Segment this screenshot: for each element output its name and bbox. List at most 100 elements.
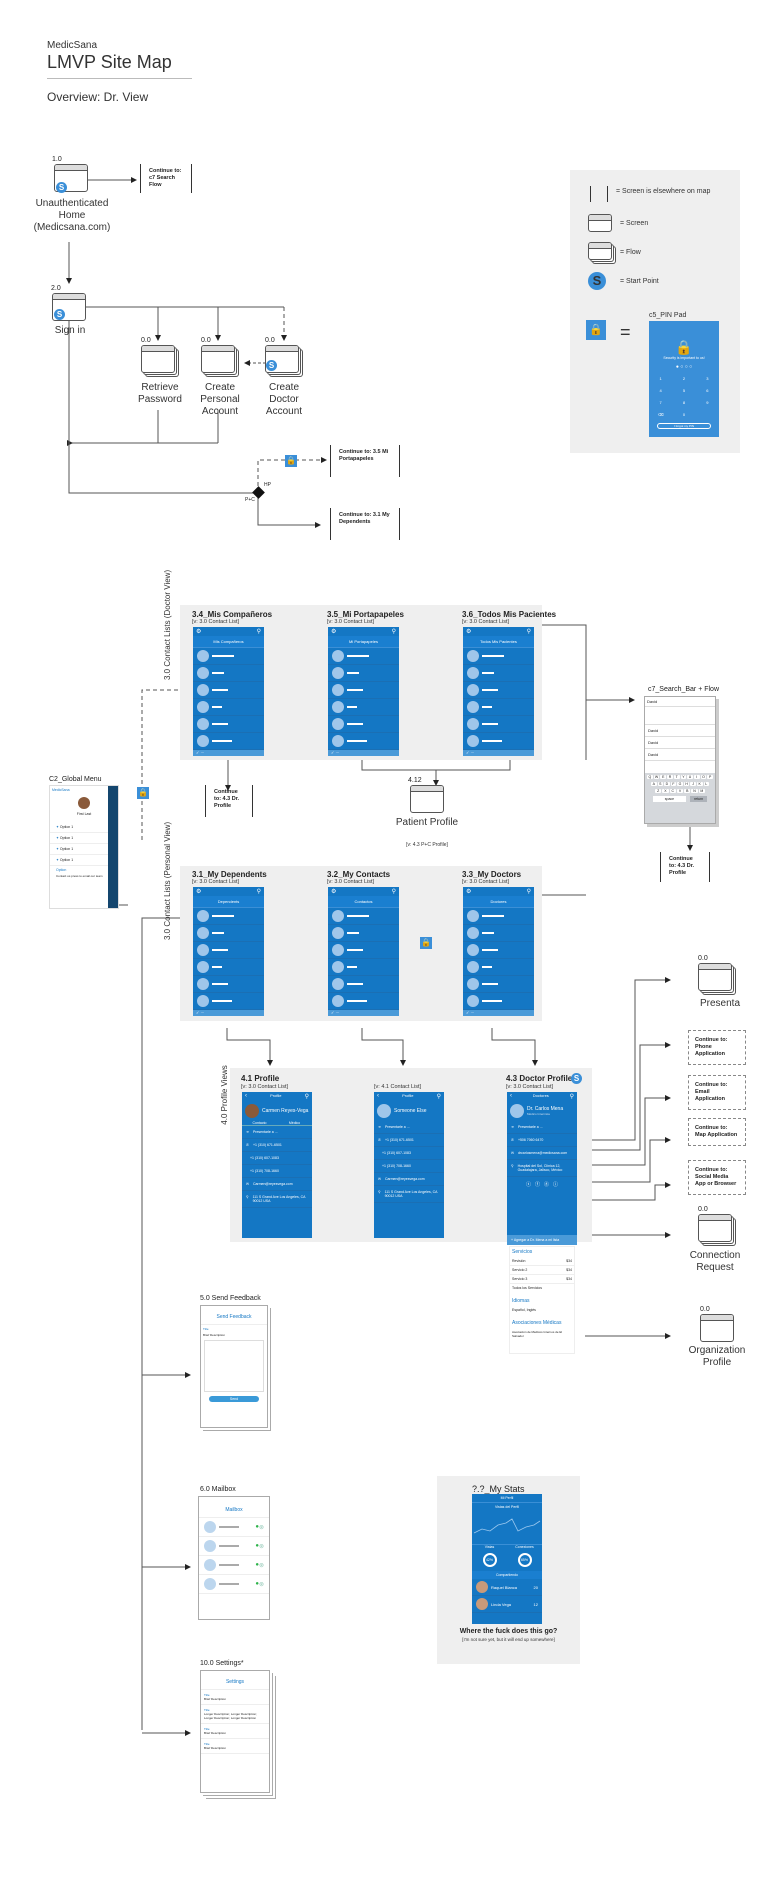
list-item[interactable] [328, 942, 399, 959]
mail-item[interactable]: ●⊗ [199, 1537, 269, 1556]
profile-row[interactable]: ⚲Hospital del Sol, Clínica 12, Guadalaja… [507, 1160, 577, 1177]
list-item[interactable] [328, 699, 399, 716]
service-row[interactable]: Servicio 3$34 [510, 1275, 574, 1284]
keyboard-key[interactable]: J [690, 782, 696, 786]
presenta-flow[interactable] [698, 963, 732, 991]
accept-icon[interactable]: ● [255, 1562, 259, 1568]
return-key[interactable]: return [690, 796, 708, 802]
gear-icon[interactable]: ⚙ [466, 889, 472, 895]
list-item[interactable] [463, 908, 534, 925]
profile-row[interactable]: ✆+1 (310) 671-6501 [374, 1134, 444, 1147]
keyboard-key[interactable]: U [687, 775, 693, 779]
search-icon[interactable]: ⚲ [391, 629, 396, 635]
send-button[interactable]: Send [209, 1396, 259, 1402]
add-doctor-button[interactable]: + Agregar a Dr. Mena a mi lista [507, 1235, 577, 1245]
keyboard-key[interactable]: P [707, 775, 714, 779]
profile-row[interactable]: +1 (310) 607-1083 [374, 1147, 444, 1160]
list-tab[interactable]: Todos Mis Pacientes [463, 636, 534, 648]
continue-email[interactable]: Continue to: Email Application [688, 1075, 746, 1110]
decline-icon[interactable]: ⊗ [258, 1562, 264, 1569]
keyboard-key[interactable]: Z [655, 789, 662, 793]
create-personal-flow[interactable] [201, 345, 235, 373]
menu-option[interactable]: ✦ Option 1 [50, 833, 118, 844]
list-item[interactable] [193, 682, 264, 699]
pin-key[interactable]: 2 [682, 376, 686, 381]
pin-key[interactable]: 0 [682, 412, 686, 417]
mail-item[interactable]: ●⊗ [199, 1556, 269, 1575]
list-item[interactable] [193, 976, 264, 993]
list-item[interactable] [193, 699, 264, 716]
gear-icon[interactable]: ⚙ [331, 889, 337, 895]
search-continue[interactable]: Continue to: 4.3 Dr. Profile [660, 852, 710, 882]
list-item[interactable] [463, 665, 534, 682]
keyboard-key[interactable]: O [700, 775, 707, 779]
keyboard-key[interactable]: E [660, 775, 667, 779]
keyboard-key[interactable]: L [703, 782, 710, 786]
list-tab[interactable]: Mis Compañeros [193, 636, 264, 648]
gear-icon[interactable]: ⚙ [196, 889, 202, 895]
profile-row[interactable]: +1 (310) 708-1660 [374, 1160, 444, 1173]
list-item[interactable] [328, 908, 399, 925]
keyboard-key[interactable]: Y [680, 775, 687, 779]
list-item[interactable] [193, 648, 264, 665]
feedback-textarea[interactable] [204, 1340, 264, 1392]
profile-row[interactable]: ✆+1 (310) 671-6501 [242, 1139, 312, 1152]
keyboard-key[interactable]: T [673, 775, 680, 779]
keyboard-key[interactable]: F [670, 782, 677, 786]
decline-icon[interactable]: ⊗ [258, 1581, 264, 1588]
pin-key[interactable]: 6 [706, 388, 709, 393]
keyboard-key[interactable]: H [683, 782, 690, 786]
list-item[interactable] [328, 716, 399, 733]
keyboard-key[interactable]: A [651, 782, 657, 786]
pin-key[interactable]: 7 [659, 400, 662, 405]
menu-option[interactable]: ✦ Option 1 [50, 822, 118, 833]
list-item[interactable] [463, 959, 534, 976]
continue-phone[interactable]: Continue to: Phone Application [688, 1030, 746, 1065]
continue-dr-profile[interactable]: Continue to: 4.3 Dr. Profile [205, 785, 253, 817]
keyboard-key[interactable]: D [664, 782, 670, 786]
search-icon[interactable]: ⚲ [256, 889, 261, 895]
keyboard-key[interactable]: W [653, 775, 660, 779]
keyboard-key[interactable]: I [693, 775, 700, 779]
list-tab[interactable]: Mi Portapapeles [328, 636, 399, 648]
list-item[interactable] [463, 716, 534, 733]
tab-medico[interactable]: Médico [288, 1121, 301, 1125]
menu-bottom-option[interactable]: Option [56, 868, 67, 872]
search-icon[interactable]: ⚲ [526, 629, 531, 635]
twitter-icon[interactable]: ⓣ [525, 1182, 531, 1188]
keyboard-key[interactable]: B [684, 789, 691, 793]
list-item[interactable] [328, 976, 399, 993]
keyboard-key[interactable]: G [677, 782, 683, 786]
profile-row[interactable]: ➜Presentarle a ... [242, 1126, 312, 1139]
pin-key[interactable]: 5 [682, 388, 686, 393]
continue-search-flow[interactable]: Continue to: c7 Search Flow [140, 164, 192, 193]
pin-key[interactable]: 4 [659, 388, 662, 393]
list-item[interactable] [463, 733, 534, 750]
service-row[interactable]: Servicio 2$34 [510, 1266, 574, 1275]
profile-row[interactable]: ➜Presentarle a ... [374, 1121, 444, 1134]
linkedin-icon[interactable]: ⓘ [553, 1182, 559, 1188]
list-item[interactable] [328, 682, 399, 699]
keyboard-key[interactable]: X [662, 789, 669, 793]
association[interactable]: Asociación de Médicos Internos de El Sal… [512, 1330, 563, 1338]
list-item[interactable] [193, 665, 264, 682]
continue-portapapeles[interactable]: Continue to: 3.5 Mi Portapapeles [330, 445, 400, 477]
search-icon[interactable]: ⚲ [256, 629, 261, 635]
list-item[interactable] [193, 908, 264, 925]
list-item[interactable] [328, 665, 399, 682]
list-item[interactable] [328, 648, 399, 665]
facebook-icon[interactable]: ⓕ [534, 1182, 540, 1188]
list-item[interactable] [193, 993, 264, 1010]
list-item[interactable] [463, 993, 534, 1010]
list-item[interactable] [463, 648, 534, 665]
list-tab[interactable]: Dependents [193, 896, 264, 908]
continue-social[interactable]: Continue to: Social Media App or Browser [688, 1160, 746, 1195]
profile-row[interactable]: ✆+506 7060 6470 [507, 1134, 577, 1147]
search-result[interactable]: David [645, 749, 715, 761]
keyboard-key[interactable]: R [667, 775, 673, 779]
list-item[interactable] [463, 699, 534, 716]
